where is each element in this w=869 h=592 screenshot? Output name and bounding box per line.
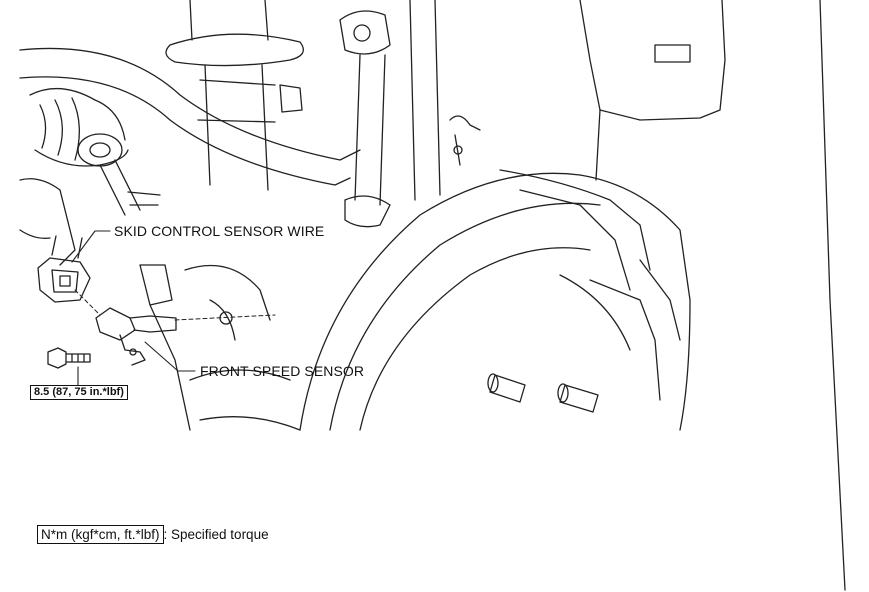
strut-assembly (165, 0, 304, 191)
front-speed-sensor-label: FRONT SPEED SENSOR (200, 363, 365, 379)
stabilizer-bar (19, 47, 361, 186)
torque-spec-box: 8.5 (87, 75 in.*lbf) (30, 385, 128, 400)
leader-lines (71, 230, 196, 386)
alignment-dashes (74, 289, 276, 321)
sensor-wire-connector (37, 235, 91, 303)
body-panel (579, 0, 846, 591)
torque-legend-text: : Specified torque (163, 527, 269, 542)
torque-unit-box: N*m (kgf*cm, ft.*lbf) (37, 525, 164, 544)
brake-hose (449, 115, 481, 166)
stabilizer-link (339, 0, 441, 228)
skid-control-sensor-wire-label: SKID CONTROL SENSOR WIRE (114, 223, 325, 239)
driveshaft-boot (29, 87, 161, 216)
steering-knuckle (19, 178, 301, 431)
torque-legend: N*m (kgf*cm, ft.*lbf): Specified torque (37, 525, 269, 544)
front-speed-sensor (95, 307, 233, 366)
brake-disc (299, 169, 691, 431)
wheel-studs (487, 373, 599, 413)
bolt (47, 347, 91, 369)
